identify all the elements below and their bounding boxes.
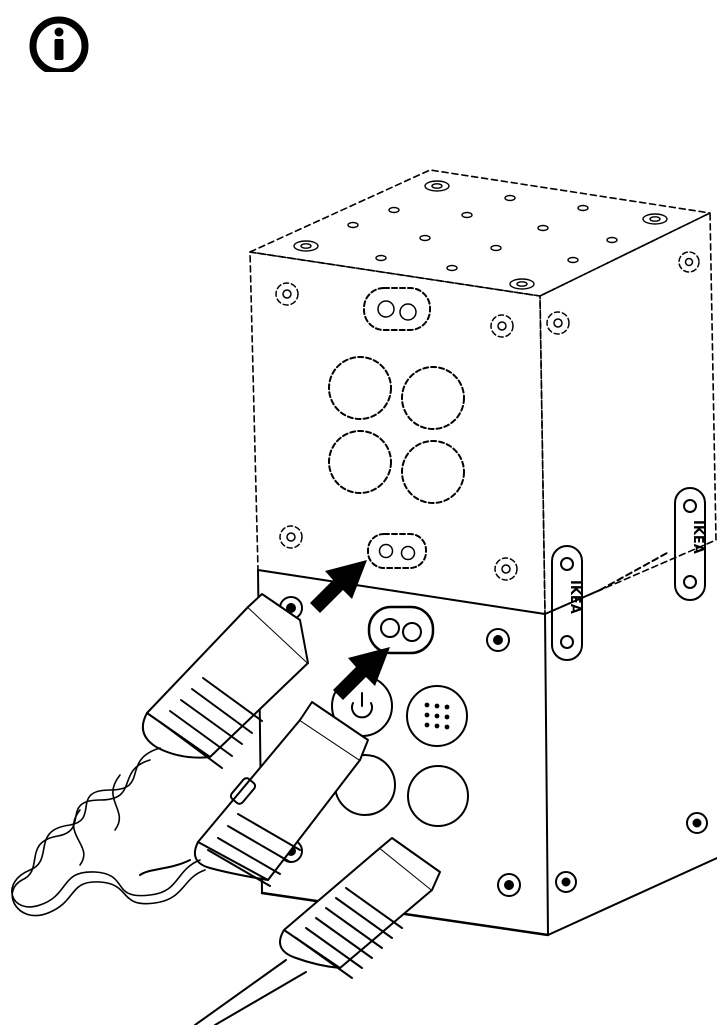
lower-right-screws xyxy=(556,813,707,892)
bottom-cable-cord xyxy=(195,960,306,1025)
brand-label-upper: IKEA xyxy=(690,520,705,554)
coiled-cord xyxy=(12,748,205,916)
brand-label-lower: IKEA xyxy=(567,580,582,614)
insert-arrow-upper xyxy=(310,560,367,613)
bottom-cable-plug xyxy=(280,838,440,978)
upper-unit-dashed xyxy=(250,170,716,614)
insert-arrow-lower xyxy=(333,647,390,700)
upper-right-screws xyxy=(547,252,699,334)
upper-front-details xyxy=(276,283,517,580)
